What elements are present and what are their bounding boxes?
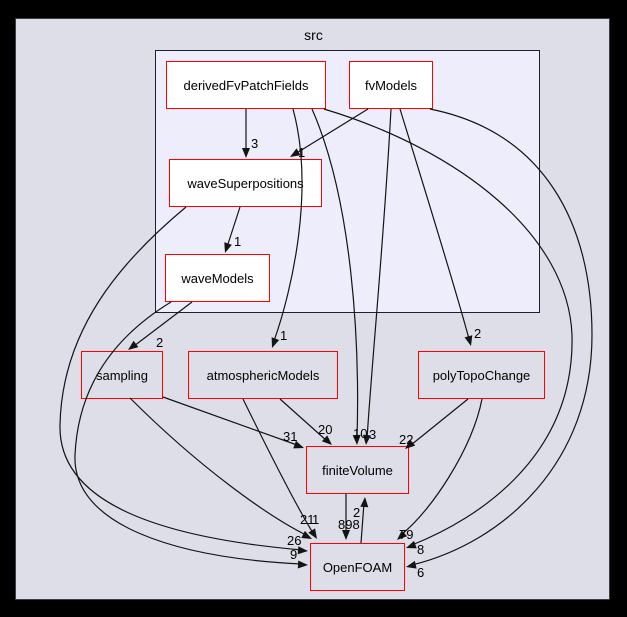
node-sampling[interactable]: sampling [81,351,163,399]
node-polyTopoChange[interactable]: polyTopoChange [418,351,545,399]
node-OpenFOAM[interactable]: OpenFOAM [310,543,405,591]
node-derivedFvPatchFields[interactable]: derivedFvPatchFields [166,61,326,109]
node-waveSuperpositions[interactable]: waveSuperpositions [169,159,322,207]
node-fvModels[interactable]: fvModels [349,61,433,109]
node-waveModels[interactable]: waveModels [165,254,270,302]
node-atmosphericModels[interactable]: atmosphericModels [188,351,338,399]
cluster-src-label: src [304,27,323,43]
cluster-waves-label: waves [611,125,627,141]
node-finiteVolume[interactable]: finiteVolume [306,446,409,494]
